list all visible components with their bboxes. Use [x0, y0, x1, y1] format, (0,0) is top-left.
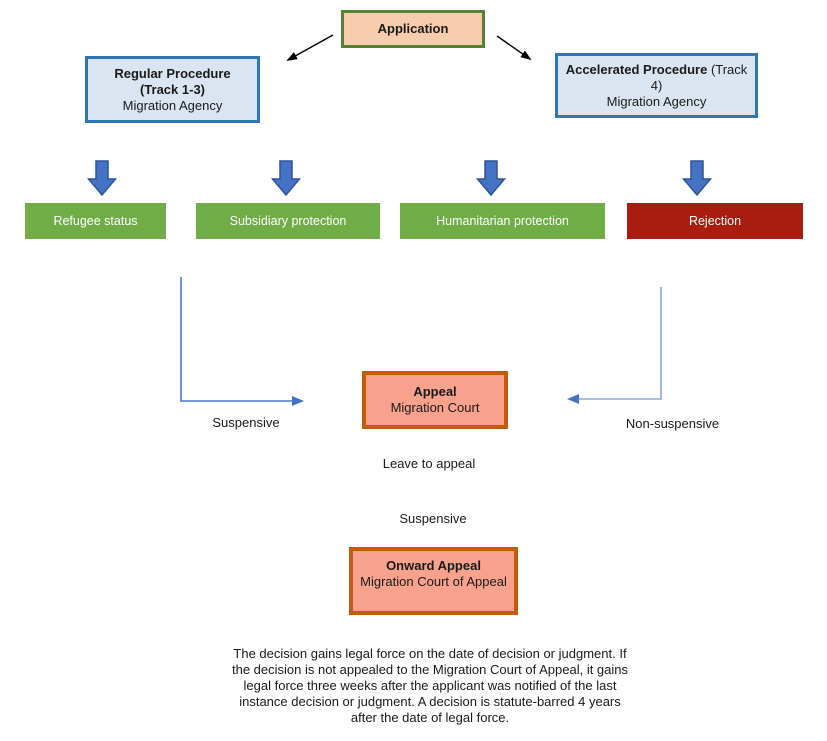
accelerated-procedure-agency: Migration Agency	[606, 93, 707, 109]
regular-procedure-node: Regular Procedure (Track 1-3) Migration …	[85, 56, 260, 123]
regular-procedure-title: Regular Procedure (Track 1-3)	[114, 65, 231, 97]
onward-appeal-title: Onward Appeal	[386, 558, 481, 573]
suspensive-label-middle: Suspensive	[399, 511, 467, 526]
regular-procedure-agency: Migration Agency	[122, 97, 223, 113]
outcome-label: Refugee status	[53, 214, 138, 228]
onward-appeal-node: Onward Appeal Migration Court of Appeal	[349, 547, 518, 615]
outcome-refugee-status: Refugee status	[25, 203, 166, 239]
leave-to-appeal-label: Leave to appeal	[382, 456, 476, 471]
outcome-rejection: Rejection	[627, 203, 803, 239]
non-suspensive-connector	[567, 287, 662, 404]
accelerated-procedure-title: Accelerated Procedure (Track 4)	[560, 62, 753, 94]
outcome-label: Subsidiary protection	[229, 214, 347, 228]
outcome-subsidiary-protection: Subsidiary protection	[196, 203, 380, 239]
outcome-label: Humanitarian protection	[436, 214, 569, 228]
suspensive-connector	[180, 277, 304, 406]
appeal-title: Appeal	[413, 384, 457, 399]
accelerated-procedure-title-bold: Accelerated Procedure	[565, 61, 708, 77]
down-arrow-icon	[475, 160, 507, 197]
application-node: Application	[341, 10, 485, 48]
onward-appeal-subtitle: Migration Court of Appeal	[360, 574, 507, 589]
suspensive-label-left: Suspensive	[212, 415, 280, 430]
application-label: Application	[377, 21, 449, 36]
outcome-humanitarian-protection: Humanitarian protection	[400, 203, 605, 239]
down-arrow-icon	[86, 160, 118, 197]
accelerated-procedure-node: Accelerated Procedure (Track 4) Migratio…	[555, 53, 758, 118]
down-arrow-icon	[270, 160, 302, 197]
down-arrow-icon	[681, 160, 713, 197]
legal-force-footnote: The decision gains legal force on the da…	[231, 646, 629, 725]
accelerated-procedure-title-rest: (Track 4)	[650, 61, 748, 93]
outcome-label: Rejection	[688, 214, 742, 228]
application-to-accelerated-arrow	[496, 35, 532, 61]
appeal-subtitle: Migration Court	[390, 400, 480, 415]
appeal-node: Appeal Migration Court	[362, 371, 508, 429]
application-to-regular-arrow	[286, 34, 334, 61]
non-suspensive-label: Non-suspensive	[625, 416, 720, 431]
